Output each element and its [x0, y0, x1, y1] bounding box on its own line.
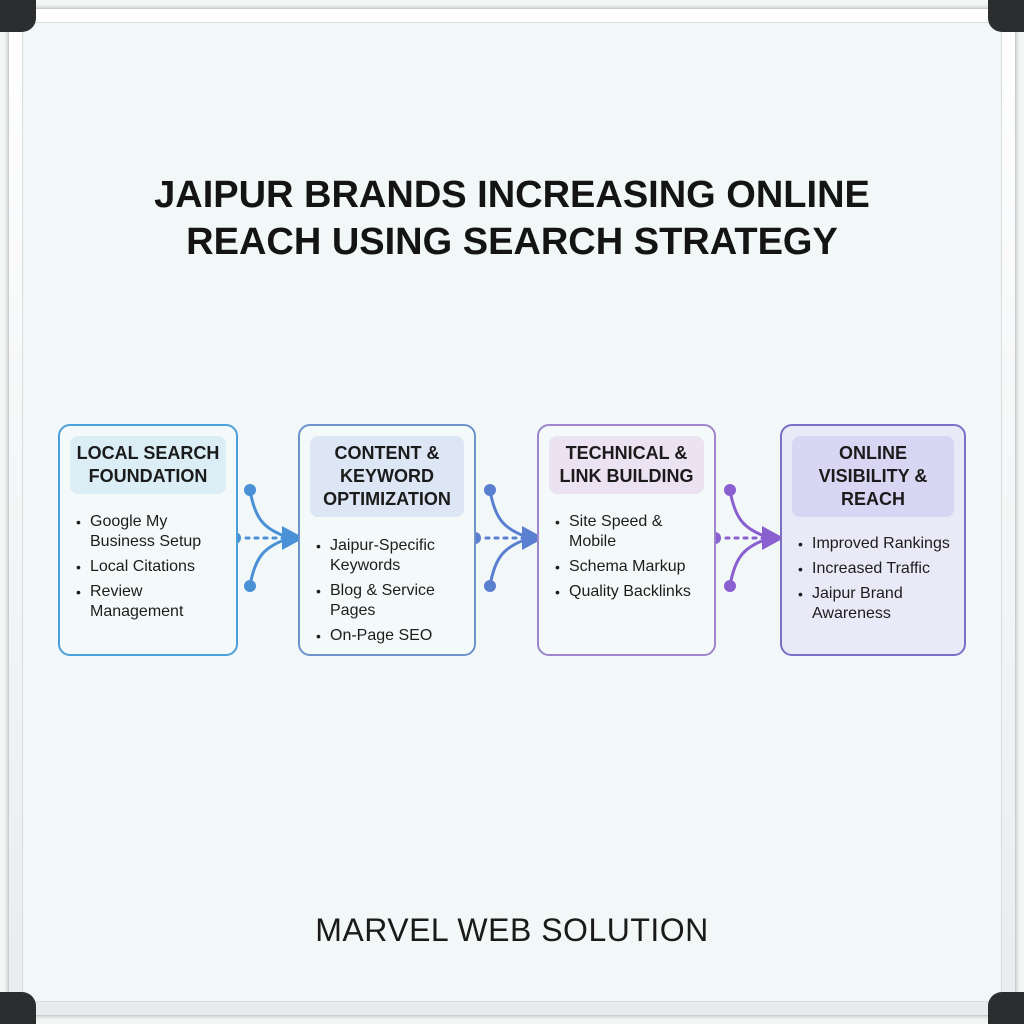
- step-heading-line: CONTENT &: [334, 443, 440, 463]
- step-heading-line: VISIBILITY &: [818, 466, 928, 486]
- title-line-2: REACH USING SEARCH STRATEGY: [186, 221, 838, 263]
- list-item: Blog & Service Pages: [316, 581, 466, 621]
- list-item: On-Page SEO: [316, 626, 466, 646]
- list-item: Review Management: [76, 582, 228, 622]
- list-item: Jaipur Brand Awareness: [798, 584, 956, 624]
- step-card-online-visibility: ONLINE VISIBILITY & REACH Improved Ranki…: [780, 424, 966, 656]
- title-line-1: JAIPUR BRANDS INCREASING ONLINE: [154, 174, 870, 216]
- step-heading: LOCAL SEARCH FOUNDATION: [70, 436, 226, 494]
- list-item: Quality Backlinks: [555, 582, 706, 602]
- frame-corner-bottom-left: [0, 992, 36, 1024]
- frame-corner-top-left: [0, 0, 36, 32]
- step-card-content-keyword: CONTENT & KEYWORD OPTIMIZATION Jaipur-Sp…: [298, 424, 476, 656]
- list-item: Jaipur-Specific Keywords: [316, 536, 466, 576]
- frame-corner-bottom-right: [988, 992, 1024, 1024]
- list-item: Schema Markup: [555, 557, 706, 577]
- step-heading-line: REACH: [840, 489, 905, 509]
- list-item: Site Speed & Mobile: [555, 512, 706, 552]
- step-heading-line: ONLINE: [838, 443, 907, 463]
- footer-brand: MARVEL WEB SOLUTION: [315, 912, 709, 948]
- step-heading-line: TECHNICAL &: [565, 443, 688, 463]
- step-heading-line: OPTIMIZATION: [323, 489, 451, 509]
- step-items: Jaipur-Specific Keywords Blog & Service …: [316, 536, 466, 651]
- step-items: Google My Business Setup Local Citations…: [76, 512, 228, 627]
- step-items: Improved Rankings Increased Traffic Jaip…: [798, 534, 956, 629]
- step-heading-line: LINK BUILDING: [559, 466, 694, 486]
- list-item: Google My Business Setup: [76, 512, 228, 552]
- step-heading-line: KEYWORD: [340, 466, 434, 486]
- step-items: Site Speed & Mobile Schema Markup Qualit…: [555, 512, 706, 607]
- step-heading: CONTENT & KEYWORD OPTIMIZATION: [310, 436, 464, 517]
- list-item: Improved Rankings: [798, 534, 956, 554]
- step-heading-line: FOUNDATION: [88, 466, 208, 486]
- step-card-local-search: LOCAL SEARCH FOUNDATION Google My Busine…: [58, 424, 238, 656]
- frame-corner-top-right: [988, 0, 1024, 32]
- list-item: Increased Traffic: [798, 559, 956, 579]
- step-card-technical-link: TECHNICAL & LINK BUILDING Site Speed & M…: [537, 424, 716, 656]
- step-heading: ONLINE VISIBILITY & REACH: [792, 436, 954, 517]
- list-item: Local Citations: [76, 557, 228, 577]
- step-heading: TECHNICAL & LINK BUILDING: [549, 436, 704, 494]
- step-heading-line: LOCAL SEARCH: [76, 443, 220, 463]
